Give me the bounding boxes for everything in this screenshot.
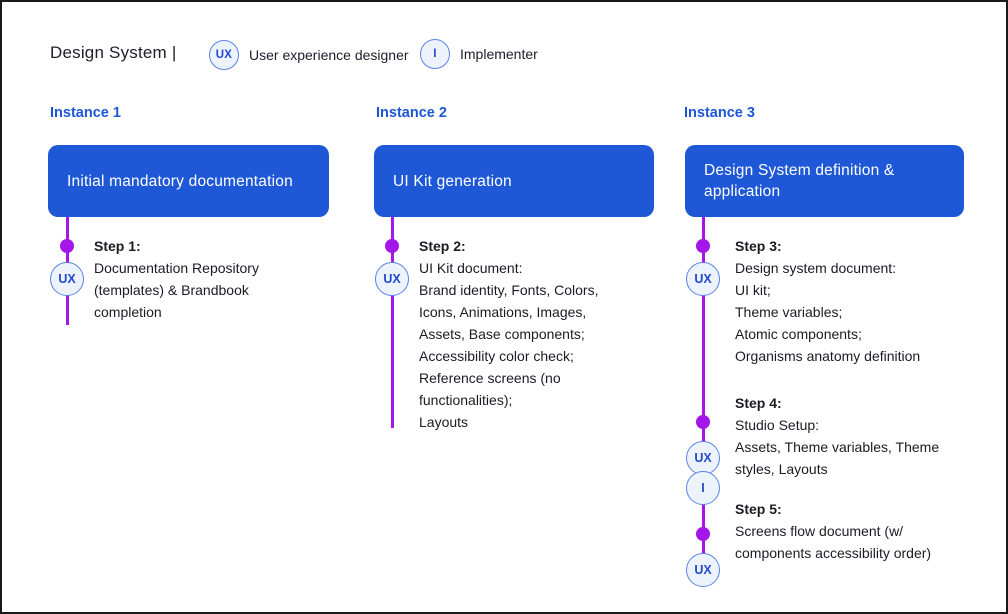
step-3-block: Step 3: Design system document: UI kit; … xyxy=(735,235,987,367)
step-5-body: Screens flow document (w/ components acc… xyxy=(735,523,932,561)
legend-implementer-badge-icon: I xyxy=(420,39,450,69)
step-3-heading: Step 3: xyxy=(735,238,782,254)
step-4-body: Studio Setup: Assets, Theme variables, T… xyxy=(735,417,940,477)
legend-ux-label: User experience designer xyxy=(249,47,409,63)
instance-3-label: Instance 3 xyxy=(684,105,755,121)
step-1-block: Step 1: Documentation Repository (templa… xyxy=(94,235,346,323)
step-5-block: Step 5: Screens flow document (w/ compon… xyxy=(735,498,987,564)
step-3-ux-badge-text: UX xyxy=(694,272,712,286)
step-5-ux-badge-text: UX xyxy=(694,563,712,577)
step-4-heading: Step 4: xyxy=(735,395,782,411)
step-3-ux-badge: UX xyxy=(686,262,720,296)
step-1-ux-badge-text: UX xyxy=(58,272,76,286)
step-4-implementer-badge-text: I xyxy=(701,481,705,495)
step-5-dot-icon xyxy=(696,527,710,541)
step-1-heading: Step 1: xyxy=(94,238,141,254)
instance-2-phase-box: UI Kit generation xyxy=(374,145,654,217)
step-4-implementer-badge: I xyxy=(686,471,720,505)
legend-implementer-badge-text: I xyxy=(433,48,437,60)
page-title: Design System | xyxy=(50,43,177,62)
instance-1-phase-box: Initial mandatory documentation xyxy=(48,145,329,217)
instance-2-label: Instance 2 xyxy=(376,105,447,121)
step-2-dot-icon xyxy=(385,239,399,253)
step-2-ux-badge-text: UX xyxy=(383,272,401,286)
legend-ux-badge-icon: UX xyxy=(209,40,239,70)
instance-3-timeline-line xyxy=(701,217,705,555)
step-4-ux-badge-text: UX xyxy=(694,451,712,465)
step-2-body: UI Kit document: Brand identity, Fonts, … xyxy=(419,260,599,430)
legend-ux-badge-text: UX xyxy=(215,49,233,61)
step-2-ux-badge: UX xyxy=(375,262,409,296)
step-4-block: Step 4: Studio Setup: Assets, Theme vari… xyxy=(735,392,987,480)
legend-implementer-label: Implementer xyxy=(460,46,538,62)
step-2-block: Step 2: UI Kit document: Brand identity,… xyxy=(419,235,671,433)
step-2-heading: Step 2: xyxy=(419,238,466,254)
step-3-body: Design system document: UI kit; Theme va… xyxy=(735,260,921,364)
step-4-dot-icon xyxy=(696,415,710,429)
step-4-ux-badge: UX xyxy=(686,441,720,475)
instance-1-label: Instance 1 xyxy=(50,105,121,121)
step-1-body: Documentation Repository (templates) & B… xyxy=(94,260,259,320)
step-1-dot-icon xyxy=(60,239,74,253)
step-5-ux-badge: UX xyxy=(686,553,720,587)
step-3-dot-icon xyxy=(696,239,710,253)
step-1-ux-badge: UX xyxy=(50,262,84,296)
instance-3-phase-box: Design System definition & application xyxy=(685,145,964,217)
instance-2-timeline-line xyxy=(390,217,394,428)
step-5-heading: Step 5: xyxy=(735,501,782,517)
